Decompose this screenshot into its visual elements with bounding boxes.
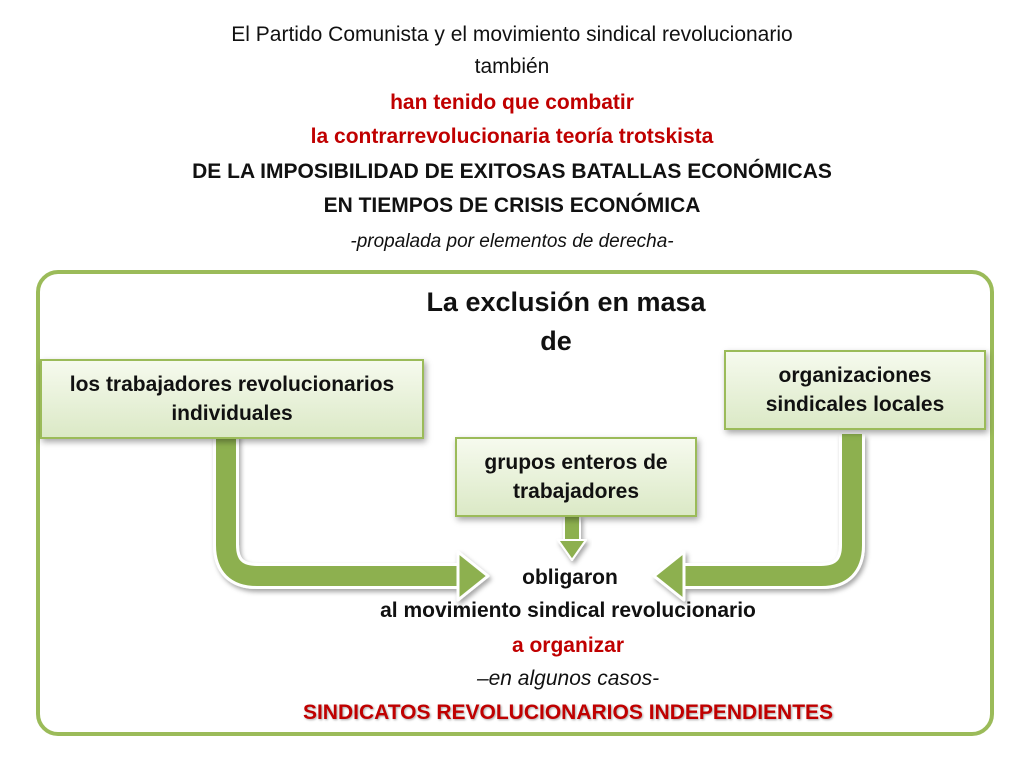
result-line-1: obligaron xyxy=(522,566,618,589)
diagram-title-line-2: de xyxy=(540,326,572,356)
left-arrow xyxy=(213,434,490,602)
diagram-title-line-1: La exclusión en masa xyxy=(426,287,706,317)
header-line-1: El Partido Comunista y el movimiento sin… xyxy=(231,23,793,46)
result-line-5: SINDICATOS REVOLUCIONARIOS INDEPENDIENTE… xyxy=(302,701,834,724)
center-arrow xyxy=(557,515,587,561)
header-line-2: también xyxy=(474,55,550,78)
box-local-unions: organizaciones sindicales locales xyxy=(724,350,986,430)
header-line-6: EN TIEMPOS DE CRISIS ECONÓMICA xyxy=(323,194,701,217)
header-line-5: DE LA IMPOSIBILIDAD DE EXITOSAS BATALLAS… xyxy=(192,160,832,183)
box-local-unions-label: organizaciones sindicales locales xyxy=(765,364,945,416)
header-line-7: -propalada por elementos de derecha- xyxy=(350,231,674,252)
result-line-2: al movimiento sindical revolucionario xyxy=(380,599,756,622)
result-line-3: a organizar xyxy=(511,634,625,657)
header-line-4: la contrarrevolucionaria teoría trotskis… xyxy=(310,125,714,148)
header-line-3: han tenido que combatir xyxy=(390,91,634,114)
box-worker-groups-label: grupos enteros de trabajadores xyxy=(484,451,668,503)
right-arrow xyxy=(652,434,865,602)
box-individual-workers-label: los trabajadores revolucionarios individ… xyxy=(69,373,395,425)
box-individual-workers: los trabajadores revolucionarios individ… xyxy=(40,359,424,439)
box-worker-groups: grupos enteros de trabajadores xyxy=(455,437,697,517)
result-line-4: –en algunos casos- xyxy=(476,667,660,690)
